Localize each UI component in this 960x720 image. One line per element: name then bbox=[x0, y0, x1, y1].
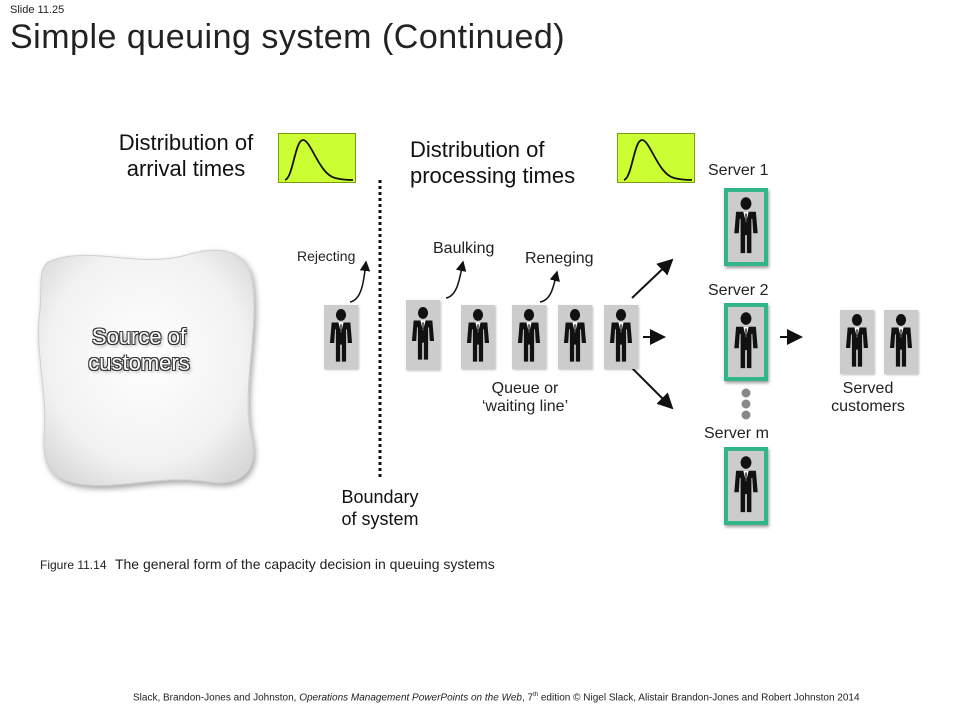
arrival-distribution-label: Distribution of arrival times bbox=[96, 130, 276, 182]
person-icon bbox=[461, 305, 495, 369]
server2-label: Server 2 bbox=[708, 282, 769, 299]
queue-label-line1: Queue or bbox=[491, 380, 559, 397]
figure-caption: Figure 11.14 The general form of the cap… bbox=[40, 556, 495, 574]
figure-caption-text: The general form of the capacity decisio… bbox=[114, 556, 495, 572]
served-label: Served customers bbox=[808, 380, 928, 416]
source-label-line1: Source of bbox=[91, 324, 187, 349]
rejecting-arrow bbox=[349, 260, 371, 303]
serverm bbox=[724, 447, 768, 525]
reneging-label: Reneging bbox=[525, 250, 594, 267]
server1-label: Server 1 bbox=[708, 162, 769, 179]
boundary-label-line2: of system bbox=[341, 509, 419, 529]
ellipsis-dot bbox=[741, 399, 751, 409]
served-label-line1: Served bbox=[842, 380, 894, 397]
footer-book-title: Operations Management PowerPoints on the… bbox=[299, 692, 522, 704]
queue-label: Queue or ‘waiting line’ bbox=[455, 380, 595, 416]
rejected-customer bbox=[324, 305, 358, 369]
queue-customer bbox=[558, 305, 592, 369]
served-label-line2: customers bbox=[831, 398, 905, 415]
footer-copyright: edition © Nigel Slack, Alistair Brandon-… bbox=[538, 692, 860, 704]
processing-distribution-label: Distribution of processing times bbox=[410, 137, 575, 189]
person-icon bbox=[558, 305, 592, 369]
slide-title: Simple queuing system (Continued) bbox=[10, 18, 566, 56]
person-icon bbox=[324, 305, 358, 369]
rejecting-label: Rejecting bbox=[297, 248, 356, 264]
reneging-arrow bbox=[539, 270, 560, 303]
person-icon bbox=[728, 192, 764, 262]
person-icon bbox=[728, 451, 764, 521]
ellipsis-dot bbox=[741, 388, 751, 398]
person-icon bbox=[406, 300, 440, 370]
source-label-line2: customers bbox=[88, 350, 190, 375]
server2 bbox=[724, 303, 768, 381]
queue-customer bbox=[461, 305, 495, 369]
person-icon bbox=[840, 310, 874, 374]
person-icon bbox=[884, 310, 918, 374]
source-of-customers-shape bbox=[37, 249, 255, 486]
reneging-customer bbox=[512, 305, 546, 369]
person-icon bbox=[728, 307, 764, 377]
boundary-label: Boundary of system bbox=[318, 486, 442, 530]
processing-label-line1: Distribution of bbox=[410, 137, 545, 162]
arrival-distribution-chart bbox=[278, 133, 356, 183]
server1 bbox=[724, 188, 768, 266]
queue-customer bbox=[604, 305, 638, 369]
arrival-label-line2: arrival times bbox=[126, 156, 246, 181]
boundary-label-line1: Boundary bbox=[341, 487, 419, 507]
source-label: Source of customers bbox=[64, 324, 214, 376]
serverm-label: Server m bbox=[704, 425, 769, 442]
footer-authors: Slack, Brandon-Jones and Johnston, bbox=[133, 692, 300, 704]
baulking-arrow bbox=[445, 260, 467, 299]
queue-label-line2: ‘waiting line’ bbox=[481, 398, 569, 415]
baulking-label: Baulking bbox=[433, 240, 495, 257]
served-customer bbox=[884, 310, 918, 374]
processing-distribution-chart bbox=[617, 133, 695, 183]
baulking-customer bbox=[406, 300, 440, 370]
to-serverm-arrow bbox=[631, 367, 674, 410]
person-icon bbox=[512, 305, 546, 369]
person-icon bbox=[604, 305, 638, 369]
footer-credit: Slack, Brandon-Jones and Johnston, Opera… bbox=[133, 692, 860, 703]
footer-edition-suffix: th bbox=[533, 692, 539, 698]
served-customer bbox=[840, 310, 874, 374]
arrival-label-line1: Distribution of bbox=[118, 130, 254, 155]
ellipsis-dot bbox=[741, 410, 751, 420]
figure-number: Figure 11.14 bbox=[40, 558, 107, 572]
slide-number: Slide 11.25 bbox=[10, 4, 65, 16]
processing-label-line2: processing times bbox=[410, 163, 576, 188]
footer-edition: , 7 bbox=[521, 692, 534, 704]
to-server1-arrow bbox=[631, 258, 674, 299]
